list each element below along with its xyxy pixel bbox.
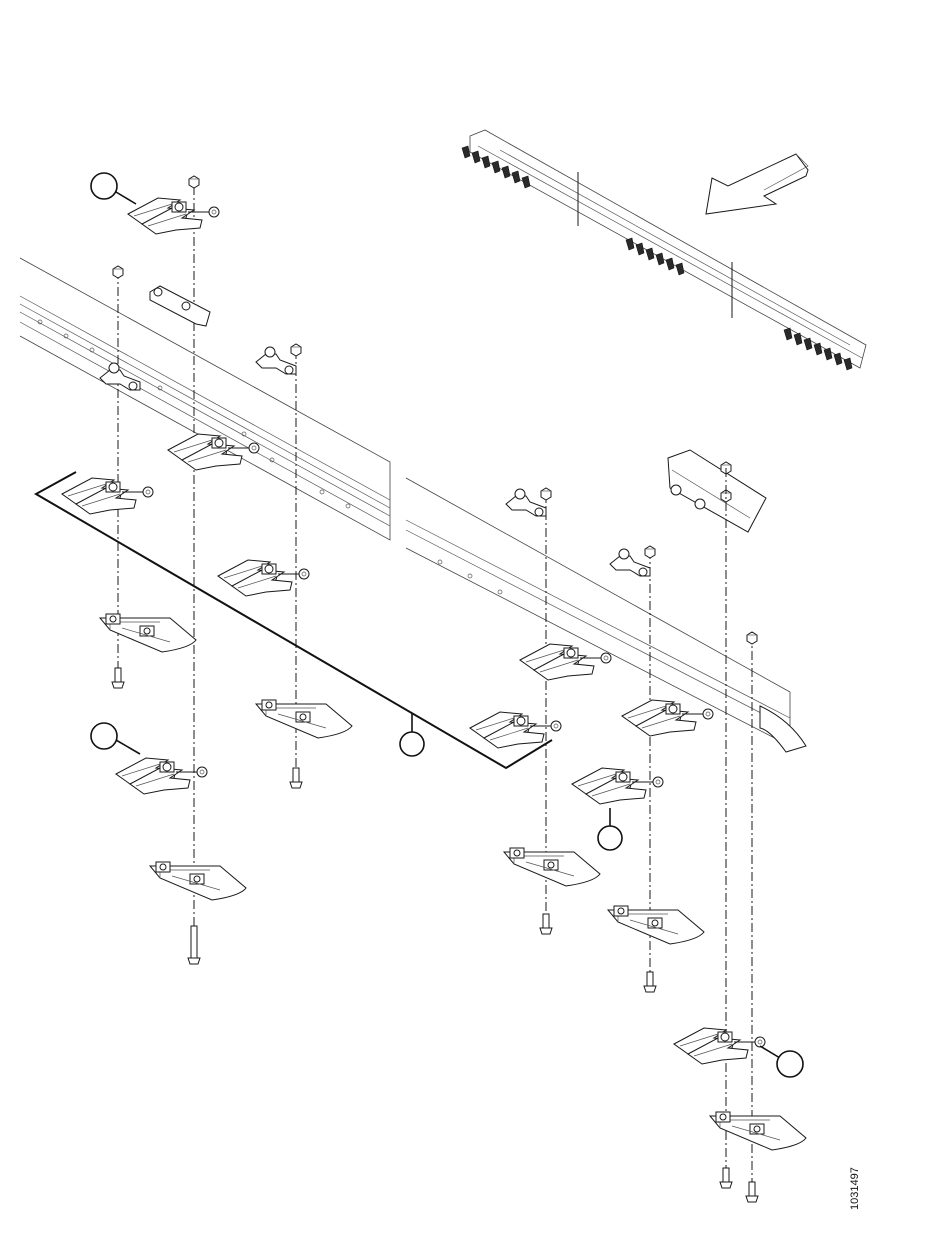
part-guard-top-left	[128, 198, 219, 234]
part-guard-left-3	[116, 758, 207, 794]
figure-id-label: 1031497	[849, 1167, 861, 1210]
callout-top-left	[91, 173, 136, 204]
bolt-long-left	[188, 926, 200, 964]
cover-plate	[668, 450, 766, 532]
callout-bottom-right	[760, 1046, 803, 1077]
part-guard-installed-right-1	[520, 644, 611, 680]
bolt-left-1	[112, 668, 124, 688]
nut-top-left	[189, 176, 199, 188]
part-shoe-left-1	[100, 614, 196, 652]
part-shoe-right-1	[504, 848, 600, 886]
callout-left-mid	[91, 723, 140, 754]
bolt-right-2	[644, 972, 656, 992]
part-shoe-right-2	[608, 906, 704, 944]
part-guard-bottom-right	[674, 1028, 765, 1064]
part-guard-installed-right-2	[622, 700, 713, 736]
part-guard-left-1	[62, 478, 153, 514]
assembly-axes	[118, 186, 752, 1190]
part-guard-right-2	[572, 768, 663, 804]
part-clip-right-2	[610, 549, 650, 576]
part-guard-left-2	[218, 560, 309, 596]
bolt-left-2	[290, 768, 302, 788]
bolt-bottom-right-2	[746, 1182, 758, 1202]
nut-left	[113, 266, 123, 278]
part-plate-top	[150, 286, 210, 326]
bolt-right-1	[540, 914, 552, 934]
nut-right-3	[747, 632, 757, 644]
nut-right-1	[541, 488, 551, 500]
part-clip-mid-left	[256, 347, 296, 374]
nut-mid-left	[291, 344, 301, 356]
nut-right-2	[645, 546, 655, 558]
part-shoe-left-2	[256, 700, 352, 738]
callout-right-mid	[598, 808, 622, 850]
part-clip-right-1	[506, 489, 546, 516]
callout-center	[400, 732, 424, 756]
bolt-bottom-right-1	[720, 1168, 732, 1188]
part-shoe-left-3	[150, 862, 246, 900]
hollow-arrow-icon	[706, 154, 808, 214]
part-shoe-bottom-right	[710, 1112, 806, 1150]
